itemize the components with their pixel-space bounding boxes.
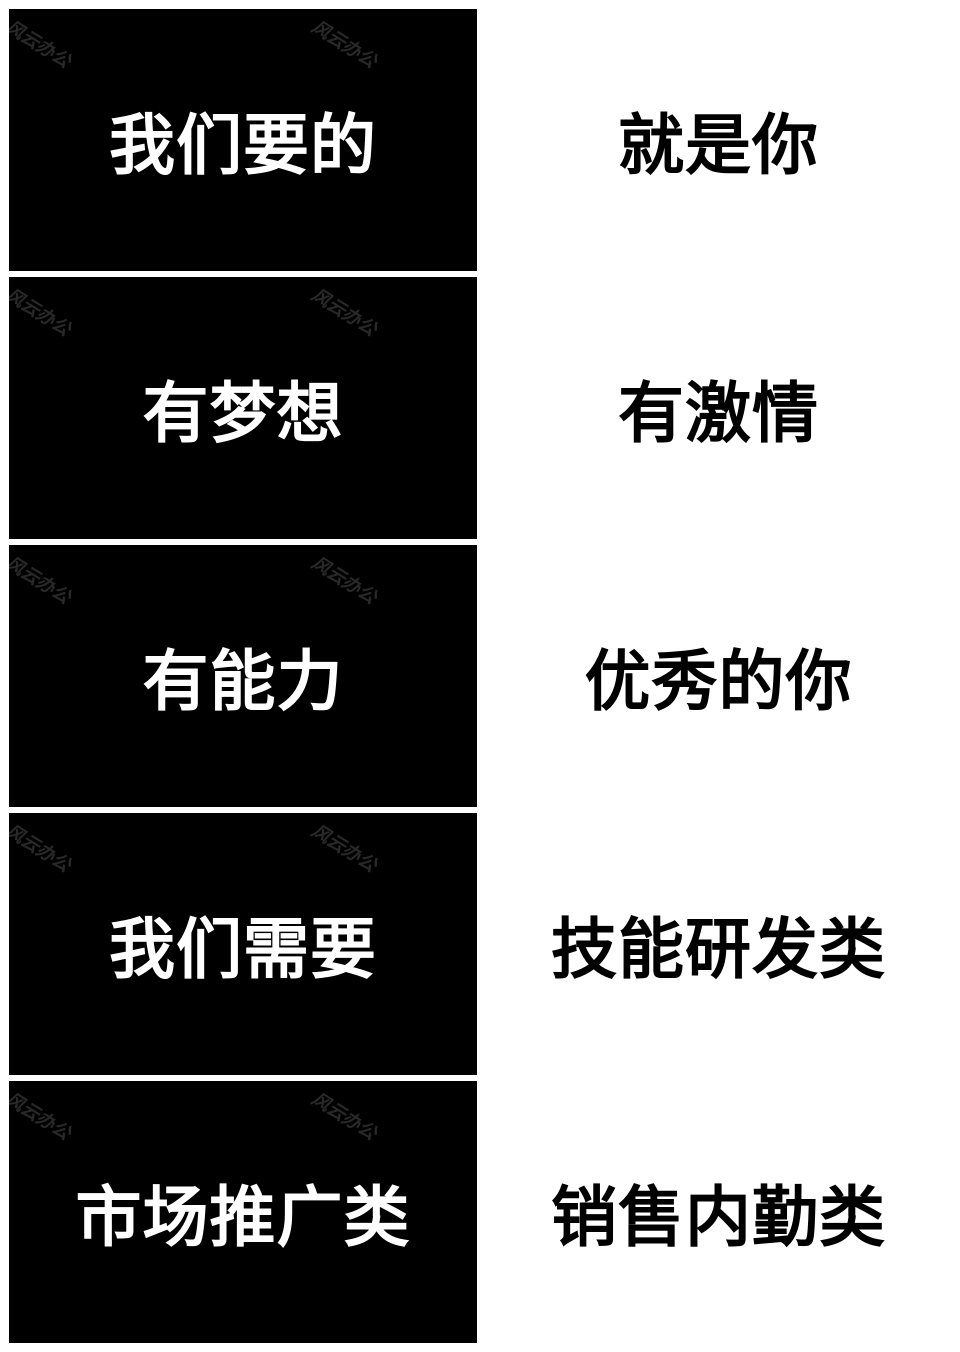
slide-row-1: 风云办公 风云办公 我们要的 就是你: [0, 9, 960, 271]
black-slide-2: 风云办公 风云办公 有梦想: [9, 277, 477, 539]
caption-headline: 技能研发类: [551, 911, 886, 988]
slide-row-4: 风云办公 风云办公 我们需要 技能研发类: [0, 813, 960, 1075]
caption-headline: 销售内勤类: [551, 1179, 886, 1256]
caption-headline: 有激情: [618, 375, 819, 452]
slide-headline: 有梦想: [142, 375, 344, 452]
slide-headline: 我们要的: [109, 107, 377, 184]
black-slide-4: 风云办公 风云办公 我们需要: [9, 813, 477, 1075]
slide-row-3: 风云办公 风云办公 有能力 优秀的你: [0, 545, 960, 807]
slide-row-2: 风云办公 风云办公 有梦想 有激情: [0, 277, 960, 539]
caption-headline: 优秀的你: [584, 643, 853, 720]
black-slide-3: 风云办公 风云办公 有能力: [9, 545, 477, 807]
slide-headline: 有能力: [142, 643, 344, 720]
slide-headline: 市场推广类: [75, 1179, 411, 1256]
black-slide-1: 风云办公 风云办公 我们要的: [9, 9, 477, 271]
slide-row-5: 风云办公 风云办公 市场推广类 销售内勤类: [0, 1081, 960, 1343]
slide-headline: 我们需要: [109, 911, 377, 988]
caption-headline: 就是你: [618, 107, 819, 184]
black-slide-5: 风云办公 风云办公 市场推广类: [9, 1081, 477, 1343]
